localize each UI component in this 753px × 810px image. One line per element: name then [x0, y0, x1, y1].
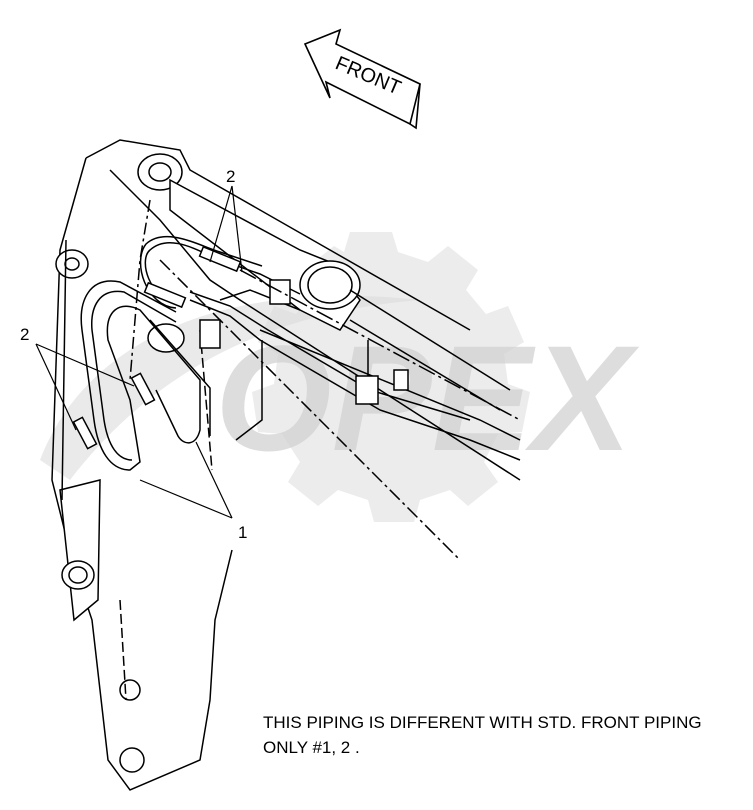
hose-fitting-left-1 — [130, 372, 156, 406]
boom-pipe-1 — [189, 299, 521, 461]
bucket-cylinder — [59, 479, 101, 622]
boom-pipe-2 — [189, 291, 471, 421]
piping-note-line-2: ONLY #1, 2 . — [263, 738, 360, 757]
front-arrow: FRONT — [303, 28, 421, 130]
leader-lines — [35, 185, 243, 519]
piping-note: THIS PIPING IS DIFFERENT WITH STD. FRONT… — [263, 710, 702, 760]
pipe-clamp-3 — [355, 375, 379, 405]
hose-fitting-mid — [143, 281, 187, 309]
callout-hose-left: 2 — [20, 325, 29, 344]
pipe-loop-outer — [80, 280, 201, 471]
pipe-loop-inner — [91, 290, 177, 461]
leader-left-1 — [35, 343, 135, 387]
boom-outline-top — [85, 139, 471, 331]
leader-item1-2 — [195, 441, 233, 519]
piping — [72, 235, 521, 471]
boom-foot-pin-2 — [119, 747, 145, 773]
leader-left-2 — [35, 343, 77, 431]
leader-top-2 — [231, 185, 243, 273]
boom-outline-left — [51, 157, 233, 791]
boom-left-pin — [55, 249, 89, 279]
piping-note-line-1: THIS PIPING IS DIFFERENT WITH STD. FRONT… — [263, 713, 702, 732]
callout-hose-top: 2 — [226, 167, 235, 186]
pipe-clamp-1 — [199, 319, 221, 349]
hose-fitting-left-2 — [72, 416, 98, 450]
boom-structure — [51, 139, 521, 791]
callout-pipe-loop: 1 — [238, 523, 247, 542]
boom-foot-pin-1 — [119, 679, 141, 701]
hose-fitting-top — [198, 245, 242, 273]
leader-top-1 — [209, 185, 233, 263]
watermark-swoosh — [40, 295, 420, 480]
leader-item1-1 — [139, 479, 233, 519]
